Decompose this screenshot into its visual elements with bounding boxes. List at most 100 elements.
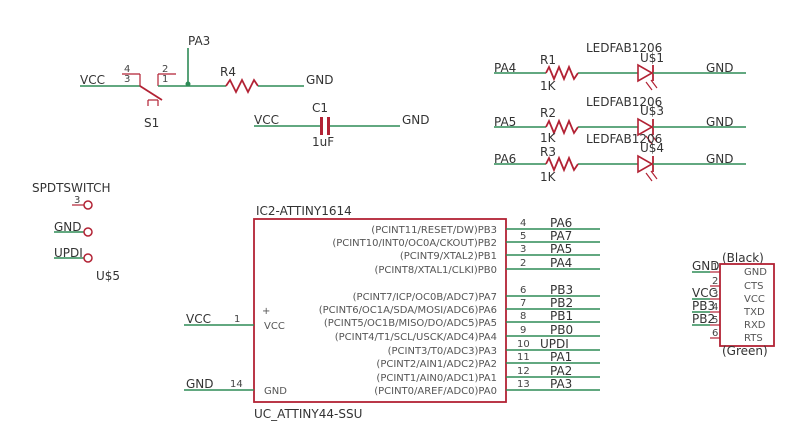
ic-pin-number: 2 [520,258,526,269]
ic-pin-function: (PCINT6/OC1A/SDA/MOSI/ADC6)PA6 [319,305,497,316]
switch-pin-4: 4 [124,64,130,75]
net-label: PA5 [494,115,516,129]
ic-pin-number: 9 [520,325,526,336]
net-label-vcc: VCC [254,113,279,127]
ftdi-body [719,263,775,347]
resistor-value: 1K [540,131,557,145]
net-label-gnd: GND [54,220,82,234]
capacitor-plate-right [327,117,330,135]
net-label-gnd: GND [706,152,734,166]
ic-right-pin: (PCINT8/XTAL1/CLKI)PB0 2 PA4 [374,256,600,276]
ic-pin-number: 5 [520,231,526,242]
switch-pin-3: 3 [124,74,130,85]
switch-pin-2: 2 [162,64,168,75]
ic-name: IC2-ATTINY1614 [256,204,352,218]
switch-name: S1 [144,116,159,130]
led-ray [645,81,653,91]
net-label-gnd: GND [706,115,734,129]
ftdi-pin-number: 4 [712,302,718,313]
net-label-gnd: GND [706,61,734,75]
ic-pin-function: (PCINT5/OC1B/MISO/DO/ADC5)PA5 [324,318,497,329]
net-label: PA3 [550,377,572,391]
resistor-name: R2 [540,106,556,120]
ftdi-pin-label: CTS [744,281,763,292]
net-label: PA2 [550,364,572,378]
ftdi-pin-label: VCC [744,294,765,305]
ic-pin-number: 11 [517,352,530,363]
resistor-value: 1K [540,79,557,93]
led-ray [650,133,658,143]
switch-pin-1: 1 [162,74,168,85]
net-label: PB2 [692,312,715,326]
ic-right-pin: (PCINT9/XTAL2)PB1 3 PA5 [400,242,600,262]
ftdi-pin: VCC 3 VCC [692,286,765,305]
ic-plus-mark: + [262,306,270,317]
led-name: U$4 [640,141,664,155]
ic-pin-function: (PCINT3/T0/ADC3)PA3 [388,346,497,357]
net-label-vcc: VCC [186,312,211,326]
net-label: GND [692,259,720,273]
net-label: PA7 [550,229,572,243]
ftdi-pin-label: GND [744,267,767,278]
spdt-switch-block: SPDTSWITCH 3 GND UPDI U$5 [32,181,120,283]
c1-name: C1 [312,101,328,115]
capacitor-plate-left [320,117,323,135]
resistor [545,64,579,82]
net-label: PA4 [550,256,572,270]
ic-attiny1614: IC2-ATTINY1614 UC_ATTINY44-SSU VCC 1 + V… [184,204,600,421]
ic-pin-function: (PCINT0/AREF/ADC0)PA0 [374,386,497,397]
ic-pin-number: 14 [230,379,243,390]
net-label-gnd: GND [306,73,334,87]
ic-right-pin: (PCINT1/AIN0/ADC1)PA1 12 PA2 [376,364,600,384]
net-label-updi: UPDI [54,246,83,260]
net-label: VCC [692,286,717,300]
net-label: PB0 [550,323,573,337]
net-label: PA5 [550,242,572,256]
ic-pin-label-gnd: GND [264,386,287,397]
led-ray [650,170,658,180]
ic-pin-number: 1 [234,314,240,325]
spdt-terminal-3 [83,200,93,210]
ftdi-pin-number: 6 [712,328,718,339]
ftdi-pin-number: 3 [712,289,718,300]
resistor-name: R3 [540,145,556,159]
spdt-terminal-2 [83,227,93,237]
net-label: PA4 [494,61,516,75]
ftdi-pin-number: 1 [712,262,718,273]
ftdi-pin-label: RTS [744,333,763,344]
spdt-terminal-1 [83,253,93,263]
ftdi-bottom-label: (Green) [722,344,768,358]
net-label: PB3 [692,299,715,313]
ic-pin-function: (PCINT9/XTAL2)PB1 [400,251,497,262]
ic-right-pin: (PCINT7/ICP/OC0B/ADC7)PA7 6 PB3 [353,283,600,303]
ic-pin-number: 10 [517,339,530,350]
ic-right-pin: (PCINT0/AREF/ADC0)PA0 13 PA3 [374,377,600,397]
led-triangle [637,154,654,174]
led-row-1: LEDFAB1206 PA4 R1 1K U$1 GND [494,41,746,93]
resistor [545,118,579,136]
r4-name: R4 [220,65,236,79]
ftdi-pin: 6 RTS [710,328,763,344]
ftdi-pin: GND 1 GND [692,259,767,278]
ic-pin-number: 3 [520,244,526,255]
ic-pin-function: (PCINT2/AIN1/ADC2)PA2 [376,359,497,370]
net-label: PA1 [550,350,572,364]
ic-right-pin: (PCINT6/OC1A/SDA/MOSI/ADC6)PA6 7 PB2 [319,296,600,316]
net-label-vcc: VCC [80,73,105,87]
ic-pin-label-vcc: VCC [264,321,285,332]
ftdi-pin: PB2 5 RXD [692,312,766,331]
ftdi-header: (Black) (Green) GND 1 GND 2 CTS VCC 3 VC… [692,251,775,358]
net-label: PB3 [550,283,573,297]
ic-right-pin: (PCINT2/AIN1/ADC2)PA2 11 PA1 [376,350,600,370]
ftdi-pin-label: RXD [744,320,766,331]
ic-right-pin: (PCINT4/T1/SCL/USCK/ADC4)PA4 9 PB0 [335,323,600,343]
ic-pin-function: (PCINT7/ICP/OC0B/ADC7)PA7 [353,292,497,303]
led-row-2: LEDFAB1206 PA5 R2 1K U$3 GND [494,95,746,145]
net-label-pa3: PA3 [188,34,210,48]
ftdi-pin: 2 CTS [710,276,763,292]
ic-right-pin: (PCINT11/RESET/DW)PB3 4 PA6 [371,216,600,236]
led-row-3: LEDFAB1206 PA6 R3 1K U$4 GND [494,132,746,184]
ic-pin-function: (PCINT10/INT0/OC0A/CKOUT)PB2 [332,238,497,249]
led-part: LEDFAB1206 [586,41,662,55]
